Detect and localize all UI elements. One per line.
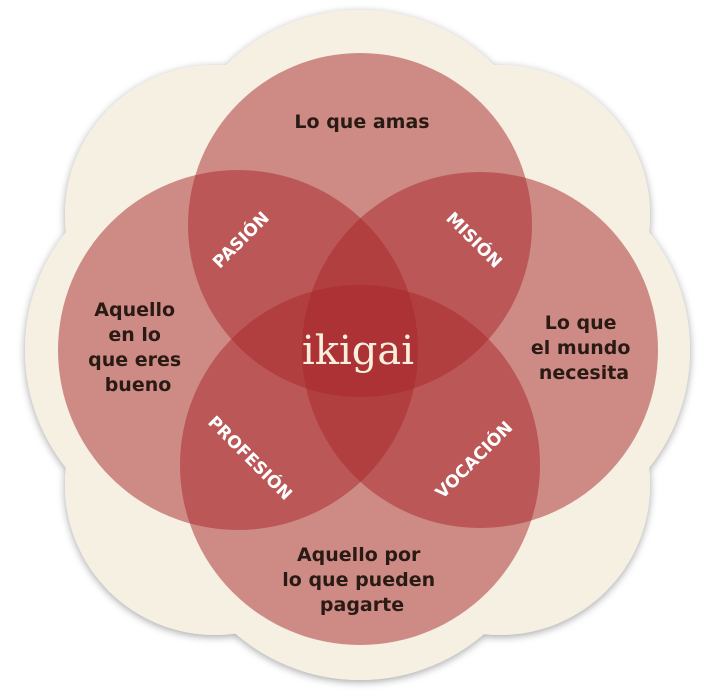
right-circle-text: Lo que el mundo necesita [531, 312, 637, 384]
bottom-circle-text: Aquello por lo que pueden pagarte [282, 544, 441, 616]
circle-bottom [180, 285, 540, 645]
left-circle-text: Aquello en lo que eres bueno [88, 299, 188, 396]
center-title: ikigai [302, 328, 414, 374]
top-circle-text: Lo que amas [294, 111, 429, 133]
